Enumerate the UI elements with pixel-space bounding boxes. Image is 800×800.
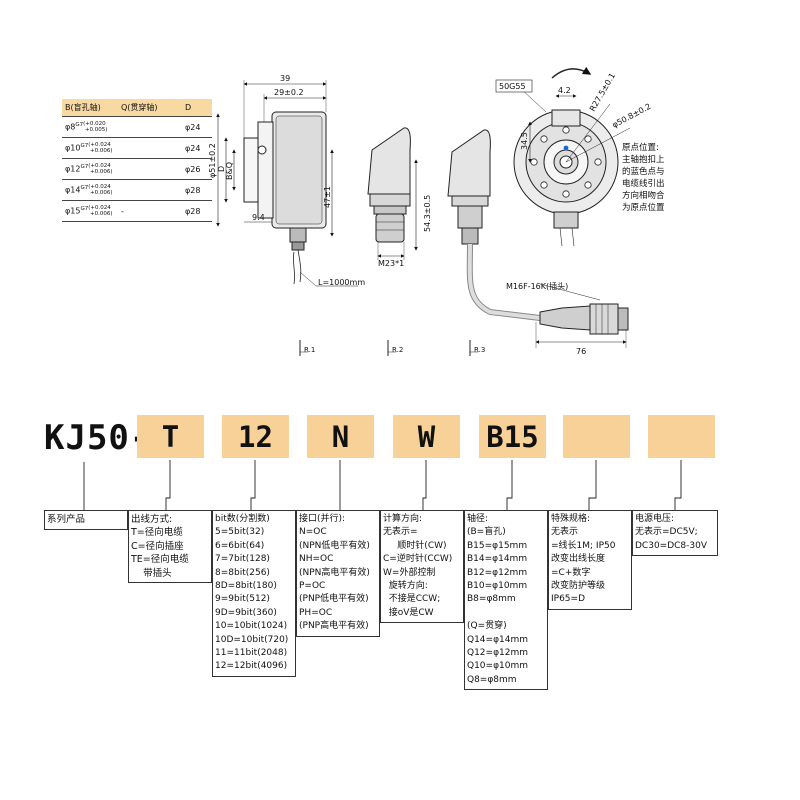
svg-text:为原点位置: 为原点位置 — [622, 202, 665, 213]
dim-54-3: 54.3±0.5 — [423, 195, 432, 232]
table-cell-b: φ15 — [65, 206, 81, 216]
plug-view-r3 — [447, 129, 629, 356]
front-view — [513, 66, 631, 247]
table-header-row: B(盲孔轴) Q(贯穿轴) D — [62, 99, 212, 117]
svg-text:的蓝色点与: 的蓝色点与 — [622, 166, 665, 177]
col-header-d: D — [182, 99, 212, 117]
svg-text:电缆线引出: 电缆线引出 — [622, 178, 665, 189]
connector-view-r2 — [367, 127, 418, 356]
table-cell-b: φ14 — [65, 185, 81, 195]
dim-4-2: 4.2 — [558, 86, 571, 95]
desc-interface: 接口(并行): N=OC (NPN低电平有效) NH=OC (NPN高电平有效)… — [296, 510, 380, 637]
code-box-interface: N — [307, 415, 374, 458]
dim-51: φ51±0.2 — [208, 143, 217, 178]
code-connectors — [83, 460, 682, 510]
col-header-b: B(盲孔轴) — [62, 99, 118, 117]
table-cell-tol: (+0.024 +0.006) — [88, 142, 113, 154]
plug-label: M16F-16K(插头) — [506, 281, 568, 291]
table-row: φ14G7(+0.024 +0.006) φ28 — [62, 179, 212, 201]
table-cell-fit: G7 — [80, 163, 89, 170]
dim-D: D — [217, 166, 226, 172]
desc-bits: bit数(分割数) 5=5bit(32) 6=6bit(64) 7=7bit(1… — [212, 510, 296, 677]
col-header-q: Q(贯穿轴) — [118, 99, 182, 117]
svg-text:主轴抱扣上: 主轴抱扣上 — [622, 154, 665, 165]
origin-blue-dot — [563, 145, 569, 151]
desc-direction: 计算方向: 无表示= 顺时针(CW) C=逆时针(CCW) W=外部控制 旋转方… — [380, 510, 464, 624]
code-box-cable-type: T — [137, 415, 204, 458]
code-box-bits: 12 — [222, 415, 289, 458]
dim-34-5: 34.5 — [520, 132, 529, 150]
table-cell-tol: (+0.024 +0.006) — [88, 163, 113, 175]
dim-76: 76 — [576, 347, 586, 356]
table-row: φ8G7(+0.020 +0.005) φ24 — [62, 116, 212, 138]
table-cell-fit: G7 — [80, 205, 89, 212]
table-cell-q — [118, 116, 182, 138]
table-cell-q — [118, 179, 182, 201]
desc-special: 特殊规格: 无表示 =线长1M; IP50 改变出线长度 =C+数字 改变防护等… — [548, 510, 632, 610]
dim-BQ: B&Q — [225, 162, 234, 180]
table-cell-b: φ8 — [65, 122, 76, 132]
svg-text:方向相吻合: 方向相吻合 — [622, 190, 665, 201]
view-label-r2: R.2 — [392, 346, 403, 354]
dim-50g55: 50G55 — [499, 82, 526, 91]
table-cell-b: φ12 — [65, 164, 81, 174]
code-box-direction: W — [393, 415, 460, 458]
dim-r27-5: R27.5±0.1 — [588, 71, 617, 113]
dim-39: 39 — [280, 74, 290, 83]
table-cell-q — [118, 158, 182, 180]
bolt-holes — [530, 126, 602, 198]
code-box-voltage — [648, 415, 715, 458]
desc-cable-type: 出线方式: T=径向电缆 C=径向插座 TE=径向电缆 带插头 — [128, 510, 212, 584]
table-cell-d: φ24 — [182, 137, 212, 159]
table-cell-tol: (+0.020 +0.005) — [83, 121, 108, 133]
code-box-shaft: B15 — [479, 415, 546, 458]
table-cell-fit: G7 — [75, 121, 84, 128]
table-cell-d: φ28 — [182, 200, 212, 222]
dim-m23: M23*1 — [378, 259, 404, 268]
view-label-r3: R.3 — [474, 346, 485, 354]
shaft-spec-table: B(盲孔轴) Q(贯穿轴) D φ8G7(+0.020 +0.005) φ24 … — [62, 99, 212, 222]
table-cell-q: - — [118, 200, 182, 222]
dim-9-4: 9.4 — [252, 213, 265, 222]
table-row: φ10G7(+0.024 +0.006) φ24 — [62, 137, 212, 159]
cable-length: L=1000mm — [318, 278, 365, 287]
side-view-r1 — [216, 80, 358, 356]
table-cell-b: φ10 — [65, 143, 81, 153]
svg-text:原点位置:: 原点位置: — [622, 142, 659, 153]
model-prefix: KJ50- — [44, 418, 152, 458]
view-label-r1: R.1 — [304, 346, 315, 354]
table-cell-tol: (+0.024 +0.006) — [88, 205, 113, 217]
table-cell-q — [118, 137, 182, 159]
table-cell-d: φ28 — [182, 179, 212, 201]
table-row: φ15G7(+0.024 +0.006) - φ28 — [62, 200, 212, 222]
table-cell-d: φ24 — [182, 116, 212, 138]
origin-note: 原点位置: 主轴抱扣上 的蓝色点与 电缆线引出 方向相吻合 为原点位置 — [622, 142, 665, 213]
table-cell-tol: (+0.024 +0.006) — [88, 184, 113, 196]
table-cell-fit: G7 — [80, 142, 89, 149]
desc-series: 系列产品 — [44, 510, 128, 530]
desc-voltage: 电源电压: 无表示=DC5V; DC30=DC8-30V — [632, 510, 718, 557]
dim-29: 29±0.2 — [274, 88, 304, 97]
dim-47: 47±1 — [323, 186, 332, 208]
code-box-special — [563, 415, 630, 458]
table-cell-fit: G7 — [80, 184, 89, 191]
dim-50-8: φ50.8±0.2 — [611, 102, 653, 130]
g55-box — [495, 79, 533, 93]
table-cell-d: φ26 — [182, 158, 212, 180]
table-row: φ12G7(+0.024 +0.006) φ26 — [62, 158, 212, 180]
desc-shaft: 轴径: (B=盲孔) B15=φ15mm B14=φ14mm B12=φ12mm… — [464, 510, 548, 691]
